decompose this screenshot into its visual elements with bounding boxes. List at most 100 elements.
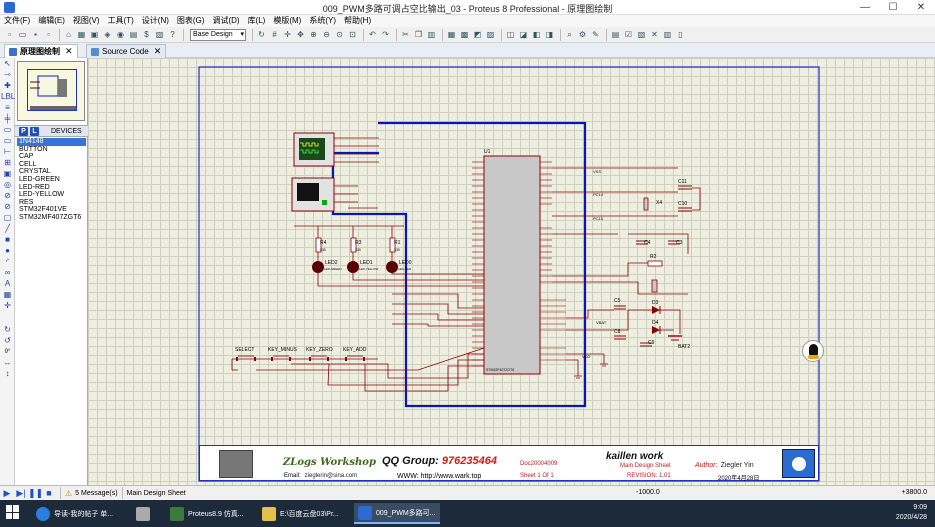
menu-system[interactable]: 系统(Y)	[309, 16, 337, 25]
qq-penguin-icon[interactable]	[802, 340, 824, 362]
terminal-icon[interactable]: ▭	[3, 136, 12, 145]
undo-icon[interactable]: ↶	[369, 30, 376, 39]
rotate-cw-icon[interactable]: ↻	[4, 325, 11, 334]
rotation-angle-field[interactable]: 0°	[4, 349, 11, 355]
taskbar-item-browser[interactable]: 导读-我的帖子 单...	[32, 503, 117, 524]
make-device-icon[interactable]: ◪	[519, 30, 528, 39]
device-item[interactable]: STM32MF407ZGT6	[19, 213, 82, 221]
marker-icon[interactable]: ✛	[4, 301, 11, 310]
virtual-instrument-icon[interactable]: ▢	[3, 213, 12, 222]
pause-icon[interactable]: ❚❚	[28, 487, 44, 498]
graph-icon[interactable]: ⊞	[4, 158, 11, 167]
decompose-icon[interactable]: ◨	[545, 30, 554, 39]
design-explorer-icon[interactable]: ▤	[129, 30, 138, 39]
device-item[interactable]: LED-YELLOW	[19, 191, 65, 199]
zoom-area-icon[interactable]: ⊡	[349, 30, 356, 39]
menu-debug[interactable]: 调试(D)	[212, 16, 240, 25]
mirror-x-icon[interactable]: ↔	[3, 358, 12, 367]
pan-icon[interactable]: ✥	[297, 30, 304, 39]
system-clock[interactable]: 9:09 2020/4/28	[896, 503, 927, 523]
box-icon[interactable]: ■	[5, 235, 10, 244]
block-copy-icon[interactable]: ▦	[447, 30, 456, 39]
text-script-icon[interactable]: ≡	[5, 103, 10, 112]
symbol-icon[interactable]: ▦	[3, 290, 12, 299]
open-folder-icon[interactable]: ▭	[18, 30, 27, 39]
tab-schematic[interactable]: 原理图绘制 ✕	[4, 44, 78, 58]
package-tool-icon[interactable]: ◧	[532, 30, 541, 39]
active-popup-icon[interactable]: ▣	[3, 169, 12, 178]
taskbar-item-proteus[interactable]: 009_PWM多路可...	[354, 503, 440, 524]
message-count[interactable]: 5 Message(s)	[75, 489, 118, 497]
grid-toggle-icon[interactable]: #	[272, 30, 277, 39]
refresh-icon[interactable]: ↻	[258, 30, 265, 39]
stop-icon[interactable]: ■	[46, 488, 52, 498]
block-rotate-icon[interactable]: ◩	[473, 30, 482, 39]
device-item[interactable]: 1N4148	[17, 138, 86, 146]
text-icon[interactable]: A	[4, 279, 11, 288]
generator-icon[interactable]: ◎	[4, 180, 11, 189]
new-file-icon[interactable]: ▫	[8, 30, 11, 39]
close-project-icon[interactable]: ▫	[47, 30, 50, 39]
bom-icon[interactable]: $	[144, 30, 149, 39]
wire-autorouter-icon[interactable]: ✎	[592, 30, 599, 39]
tab-source-code[interactable]: Source Code ✕	[86, 44, 167, 58]
bill-of-materials-icon[interactable]: ▧	[637, 30, 646, 39]
play-icon[interactable]: ▶	[3, 487, 11, 498]
document-icon[interactable]: ▯	[678, 30, 683, 39]
taskbar-item-explorer[interactable]: E:\百度云盘03\Pr...	[258, 503, 343, 524]
component-mode-icon[interactable]: ⇾	[4, 70, 11, 79]
netlist-to-pcb-icon[interactable]: ▥	[663, 30, 672, 39]
menu-design[interactable]: 设计(N)	[141, 16, 169, 25]
export-icon[interactable]: ✕	[651, 30, 658, 39]
menu-help[interactable]: 帮助(H)	[344, 16, 372, 25]
3d-view-icon[interactable]: ◈	[104, 30, 111, 39]
zoom-in-icon[interactable]: ⊕	[310, 30, 317, 39]
maximize-button[interactable]: ☐	[888, 2, 898, 13]
zoom-all-icon[interactable]: ⊙	[336, 30, 343, 39]
line-icon[interactable]: ╱	[5, 224, 10, 233]
menu-tools[interactable]: 工具(T)	[107, 16, 134, 25]
wire-label-icon[interactable]: LBL	[1, 92, 16, 101]
schematic-canvas[interactable]: U1 STM32F407ZGT6 R4 330 R3 330 R1 330 LE…	[88, 58, 935, 485]
block-delete-icon[interactable]: ▨	[486, 30, 495, 39]
search-icon[interactable]: ⌕	[567, 29, 572, 39]
current-probe-icon[interactable]: ⊘	[4, 202, 11, 211]
device-item[interactable]: CELL	[19, 160, 37, 168]
source-code-icon[interactable]: ▧	[155, 30, 164, 39]
menu-view[interactable]: 视图(V)	[72, 16, 100, 25]
arc-icon[interactable]: ◜	[5, 257, 10, 266]
gerber-icon[interactable]: ◉	[117, 30, 124, 39]
overview-viewport[interactable]	[27, 69, 77, 111]
device-item[interactable]: LED-RED	[19, 183, 50, 191]
circle-icon[interactable]: ●	[5, 246, 10, 255]
selection-mode-icon[interactable]: ↖	[4, 59, 11, 68]
save-icon[interactable]: ▪	[34, 30, 37, 39]
bus-icon[interactable]: ╪	[4, 114, 11, 123]
step-icon[interactable]: ▶|	[16, 487, 26, 498]
pick-devices-button[interactable]: P	[19, 126, 28, 136]
design-variant-select[interactable]: Base Design	[190, 28, 246, 41]
mirror-y-icon[interactable]: ↕	[5, 369, 10, 378]
subcircuit-icon[interactable]: ▭	[3, 125, 12, 134]
overview-window[interactable]	[17, 61, 85, 121]
property-assign-icon[interactable]: ⚙	[578, 30, 587, 39]
close-button[interactable]: ✕	[916, 2, 926, 13]
device-item[interactable]: STM32F401VE	[19, 206, 67, 214]
device-item[interactable]: RES	[19, 198, 34, 206]
copy-icon[interactable]: ❐	[414, 30, 423, 39]
menu-library[interactable]: 库(L)	[247, 16, 266, 25]
path-icon[interactable]: ∞	[4, 268, 11, 277]
windows-start-icon[interactable]	[6, 505, 20, 519]
library-manager-button[interactable]: L	[30, 126, 39, 136]
menu-file[interactable]: 文件(F)	[4, 16, 31, 25]
close-icon[interactable]: ✕	[153, 46, 162, 56]
block-move-icon[interactable]: ▩	[460, 30, 469, 39]
device-pin-icon[interactable]: ⊢	[4, 147, 11, 156]
minimize-button[interactable]: —	[860, 2, 870, 13]
menu-template[interactable]: 模版(M)	[273, 16, 302, 25]
netlist-icon[interactable]: ▤	[611, 30, 620, 39]
pick-device-icon[interactable]: ◫	[506, 30, 515, 39]
close-icon[interactable]: ✕	[65, 46, 73, 56]
cut-icon[interactable]: ✂	[402, 30, 409, 39]
menu-edit[interactable]: 编辑(E)	[38, 16, 65, 25]
